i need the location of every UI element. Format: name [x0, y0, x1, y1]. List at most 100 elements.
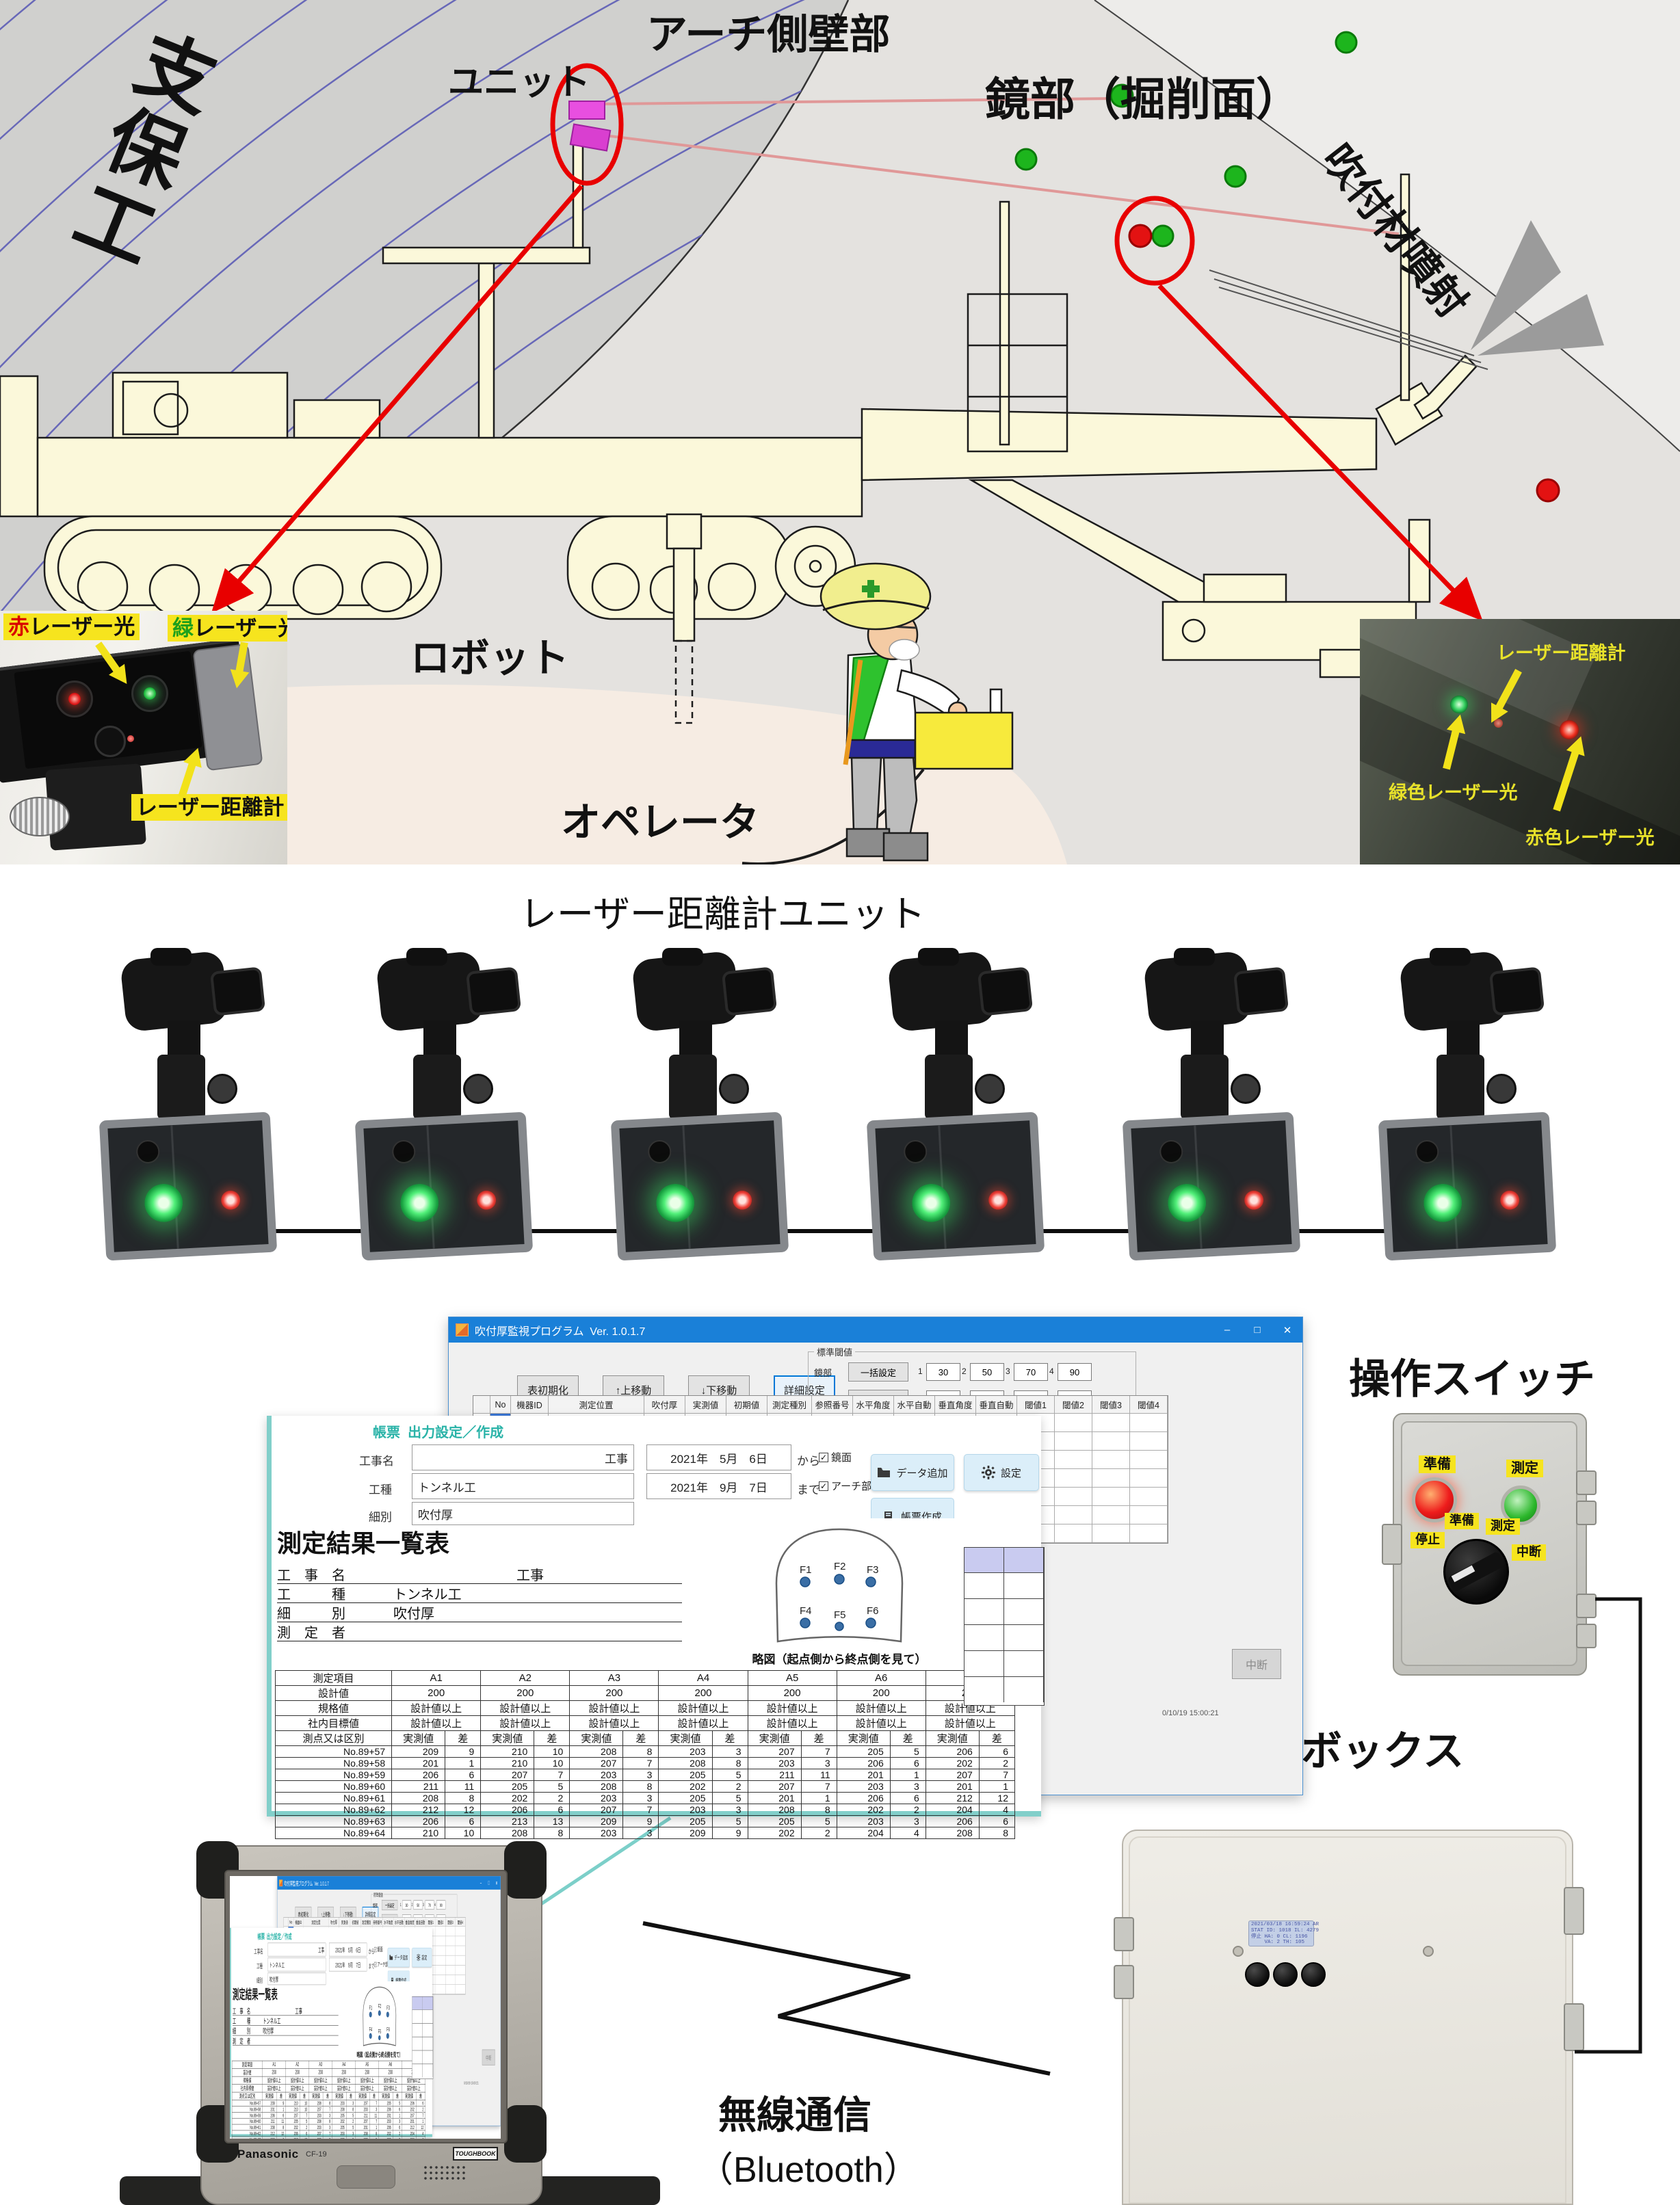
work-kind-field[interactable]: トンネル工 [412, 1473, 634, 1499]
report-create-button-clipped[interactable]: 帳票作成 [871, 1498, 954, 1518]
grid-cell[interactable] [1092, 1506, 1130, 1524]
date-from-field[interactable]: 2021年 5月 6日 [646, 1444, 791, 1470]
grid-cell[interactable] [1092, 1432, 1130, 1451]
grid-cell[interactable] [455, 1936, 466, 1946]
threshold-value-input[interactable]: 70 [1014, 1363, 1048, 1381]
grid-header-cell[interactable]: 閾値4 [1130, 1396, 1168, 1414]
grid-cell[interactable] [1055, 1488, 1092, 1506]
grid-header-cell[interactable]: 水平自動 [393, 1917, 405, 1927]
grid-header-cell[interactable]: 閾値1 [1017, 1396, 1055, 1414]
grid-cell[interactable] [1130, 1524, 1168, 1543]
grid-header-cell[interactable]: 参照番号 [812, 1396, 853, 1414]
app-titlebar[interactable]: 吹付厚監視プログラム Ver. 1.0.1.7 – □ ✕ [277, 1876, 501, 1890]
grid-header-cell[interactable]: 閾値2 [436, 1917, 446, 1927]
batch-set-button[interactable]: 一括設定 [382, 1899, 398, 1910]
grid-header-cell[interactable]: 垂直自動 [976, 1396, 1017, 1414]
grid-cell[interactable] [1055, 1451, 1092, 1469]
grid-cell[interactable] [1130, 1451, 1168, 1469]
grid-header-cell[interactable]: 機器ID [511, 1396, 549, 1414]
grid-header-cell[interactable]: No [490, 1396, 511, 1414]
grid-cell[interactable] [436, 1975, 446, 1985]
grid-cell[interactable] [436, 1955, 446, 1966]
grid-cell[interactable] [1130, 1506, 1168, 1524]
detail-field[interactable]: 吹付厚 [267, 1972, 326, 1985]
grid-header-cell[interactable]: 吹付厚 [328, 1917, 339, 1927]
threshold-value-input[interactable]: 70 [425, 1900, 434, 1910]
grid-header-cell[interactable]: 水平自動 [894, 1396, 935, 1414]
detail-field[interactable]: 吹付厚 [412, 1502, 634, 1525]
grid-header-cell[interactable]: 測定種別 [767, 1396, 812, 1414]
grid-cell[interactable] [455, 1955, 466, 1966]
grid-cell[interactable] [1055, 1524, 1092, 1543]
grid-header-cell[interactable]: 垂直自動 [415, 1917, 426, 1927]
project-name-field[interactable]: 工事 [267, 1942, 326, 1957]
grid-cell[interactable] [436, 1936, 446, 1946]
threshold-value-input[interactable]: 50 [413, 1900, 423, 1910]
grid-header-cell[interactable]: 閾値3 [445, 1917, 456, 1927]
grid-cell[interactable] [1130, 1488, 1168, 1506]
work-kind-field[interactable]: トンネル工 [267, 1957, 326, 1972]
arch-checkbox[interactable]: ✓アーチ部 [373, 1961, 388, 1968]
grid-cell[interactable] [1130, 1432, 1168, 1451]
app-titlebar[interactable]: 吹付厚監視プログラム Ver. 1.0.1.7 – □ ✕ [449, 1317, 1302, 1343]
grid-cell[interactable] [1055, 1506, 1092, 1524]
interrupt-button[interactable]: 中断 [1232, 1649, 1281, 1679]
grid-cell[interactable] [436, 1984, 446, 1994]
grid-header-cell[interactable]: 機器ID [293, 1917, 304, 1927]
interrupt-button[interactable]: 中断 [482, 2049, 495, 2065]
mirror-checkbox[interactable]: ✓鏡面 [373, 1946, 383, 1953]
close-button[interactable]: ✕ [495, 1880, 498, 1886]
threshold-value-input[interactable]: 30 [402, 1900, 412, 1910]
grid-cell[interactable] [445, 1965, 456, 1975]
grid-cell[interactable] [445, 1936, 456, 1946]
grid-header-cell[interactable]: 参照番号 [372, 1917, 384, 1927]
grid-header-cell[interactable]: 実測値 [339, 1917, 350, 1927]
grid-cell[interactable] [455, 1984, 466, 1994]
date-to-field[interactable]: 2021年 9月 7日 [329, 1957, 367, 1972]
grid-cell[interactable] [436, 1927, 446, 1937]
grid-cell[interactable] [436, 1946, 446, 1956]
grid-cell[interactable] [445, 1984, 456, 1994]
grid-header-cell[interactable]: 水平角度 [853, 1396, 894, 1414]
grid-cell[interactable] [1092, 1451, 1130, 1469]
grid-cell[interactable] [1055, 1414, 1092, 1432]
grid-cell[interactable] [1092, 1469, 1130, 1488]
maximize-button[interactable]: □ [1254, 1324, 1261, 1336]
arch-checkbox[interactable]: ✓アーチ部 [819, 1479, 871, 1493]
mirror-checkbox[interactable]: ✓鏡面 [819, 1450, 852, 1464]
add-data-button[interactable]: データ追加 [871, 1454, 954, 1491]
grid-cell[interactable] [1092, 1488, 1130, 1506]
settings-button[interactable]: 設定 [412, 1947, 432, 1968]
grid-header-cell[interactable]: 垂直角度 [404, 1917, 416, 1927]
grid-cell[interactable] [445, 1975, 456, 1985]
add-data-button[interactable]: データ追加 [387, 1947, 410, 1968]
project-name-field[interactable]: 工事 [412, 1444, 634, 1470]
grid-header-cell[interactable]: 実測値 [685, 1396, 726, 1414]
grid-header-cell[interactable]: 初期値 [726, 1396, 767, 1414]
grid-header-cell[interactable]: 閾値4 [455, 1917, 466, 1927]
grid-cell[interactable] [455, 1965, 466, 1975]
grid-header-cell[interactable]: 閾値1 [425, 1917, 436, 1927]
grid-header-cell[interactable]: 測定種別 [360, 1917, 373, 1927]
grid-header-cell[interactable]: 測定位置 [549, 1396, 644, 1414]
threshold-value-input[interactable]: 90 [1058, 1363, 1092, 1381]
laptop-screen[interactable]: 吹付厚監視プログラム Ver. 1.0.1.7 – □ ✕ 表初期化↑上移動↓下… [230, 1876, 501, 2139]
date-from-field[interactable]: 2021年 5月 6日 [329, 1942, 367, 1957]
grid-header-cell[interactable]: 閾値3 [1092, 1396, 1130, 1414]
grid-header-cell[interactable]: 閾値2 [1055, 1396, 1092, 1414]
grid-cell[interactable] [455, 1975, 466, 1985]
grid-cell[interactable] [445, 1955, 456, 1966]
grid-cell[interactable] [445, 1927, 456, 1937]
report-create-button-clipped[interactable]: 帳票作成 [387, 1970, 410, 1981]
minimize-button[interactable]: – [480, 1879, 482, 1886]
grid-cell[interactable] [1055, 1432, 1092, 1451]
grid-cell[interactable] [1130, 1414, 1168, 1432]
grid-header-cell[interactable]: 測定位置 [303, 1917, 329, 1927]
maximize-button[interactable]: □ [488, 1879, 490, 1886]
grid-cell[interactable] [455, 1927, 466, 1937]
grid-cell[interactable] [445, 1946, 456, 1956]
grid-cell[interactable] [436, 1965, 446, 1975]
grid-header-cell[interactable]: 水平角度 [383, 1917, 394, 1927]
grid-header-cell[interactable]: 初期値 [350, 1917, 361, 1927]
grid-cell[interactable] [455, 1946, 466, 1956]
